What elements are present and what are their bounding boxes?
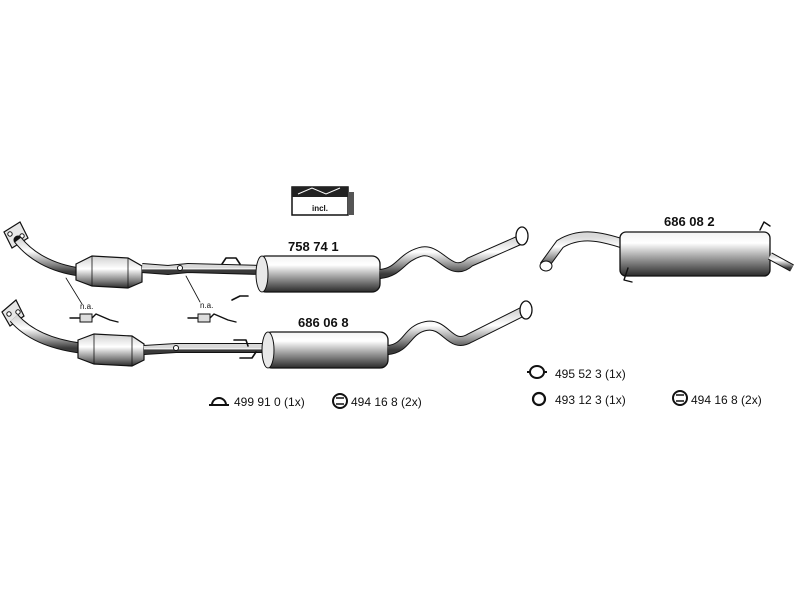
part-label-alt-front-muffler: 686 06 8 xyxy=(298,315,349,330)
pipe-clamp-icon xyxy=(527,365,547,379)
oxygen-sensor-1 xyxy=(65,277,119,323)
oxygen-sensor-2 xyxy=(185,275,237,323)
lower-exhaust-system xyxy=(1,299,533,369)
part-label-front-muffler: 758 74 1 xyxy=(288,239,339,254)
accessory-label: 494 16 8 (2x) xyxy=(351,395,422,409)
front-muffler-body xyxy=(255,255,381,293)
tail-pipe-upper xyxy=(379,226,529,279)
down-pipe-upper xyxy=(13,235,85,277)
seal-ring-icon xyxy=(531,391,547,407)
accessory-label: 495 52 3 (1x) xyxy=(555,367,626,381)
clamp-icon xyxy=(209,397,229,406)
accessory-mount-front: 494 16 8 (2x) xyxy=(332,393,422,409)
down-pipe-lower xyxy=(9,314,81,354)
incl-label: incl. xyxy=(312,204,328,213)
na-label-2: n.a. xyxy=(200,301,213,310)
hanger-upper xyxy=(221,257,249,301)
accessory-label: 494 16 8 (2x) xyxy=(691,393,762,407)
rubber-mount-icon xyxy=(672,390,688,406)
part-label-rear-muffler: 686 08 2 xyxy=(664,214,715,229)
hanger-lower xyxy=(233,339,257,359)
na-label-1: n.a. xyxy=(80,302,93,311)
mid-pipe-upper xyxy=(141,262,263,276)
mid-pipe-lower xyxy=(143,343,264,355)
accessory-label: 493 12 3 (1x) xyxy=(555,393,626,407)
catalytic-converter-upper xyxy=(75,255,143,289)
accessory-mount-rear: 494 16 8 (2x) xyxy=(672,390,762,407)
lower-muffler-body xyxy=(261,331,389,369)
upper-exhaust-system xyxy=(3,221,529,323)
rear-muffler-assembly xyxy=(539,221,794,283)
catalytic-converter-lower xyxy=(77,333,145,367)
accessory-ring-rear: 493 12 3 (1x) xyxy=(531,391,626,407)
included-kit-box: incl. xyxy=(291,186,354,216)
accessory-label: 499 91 0 (1x) xyxy=(234,395,305,409)
rubber-mount-icon xyxy=(332,393,348,409)
accessory-clamp-front: 499 91 0 (1x) xyxy=(209,395,305,409)
tail-pipe-lower xyxy=(386,300,533,355)
accessory-clamp-rear: 495 52 3 (1x) xyxy=(527,365,626,381)
